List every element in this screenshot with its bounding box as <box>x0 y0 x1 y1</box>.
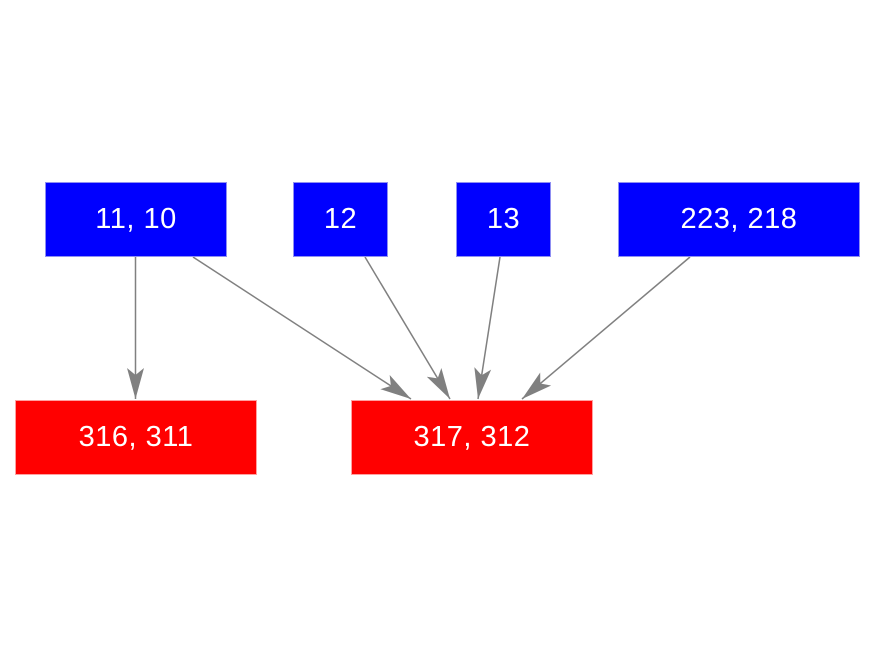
node-11-10: 11, 10 <box>45 182 227 257</box>
edge-12-to-317-312 <box>364 256 451 400</box>
node-317-312: 317, 312 <box>351 400 593 475</box>
node-12: 12 <box>293 182 388 257</box>
node-13: 13 <box>456 182 551 257</box>
node-316-311: 316, 311 <box>15 400 257 475</box>
edge-11-10-to-317-312 <box>192 256 412 400</box>
edge-223-218-to-317-312 <box>521 256 691 400</box>
edge-13-to-317-312 <box>474 256 501 400</box>
node-223-218: 223, 218 <box>618 182 860 257</box>
